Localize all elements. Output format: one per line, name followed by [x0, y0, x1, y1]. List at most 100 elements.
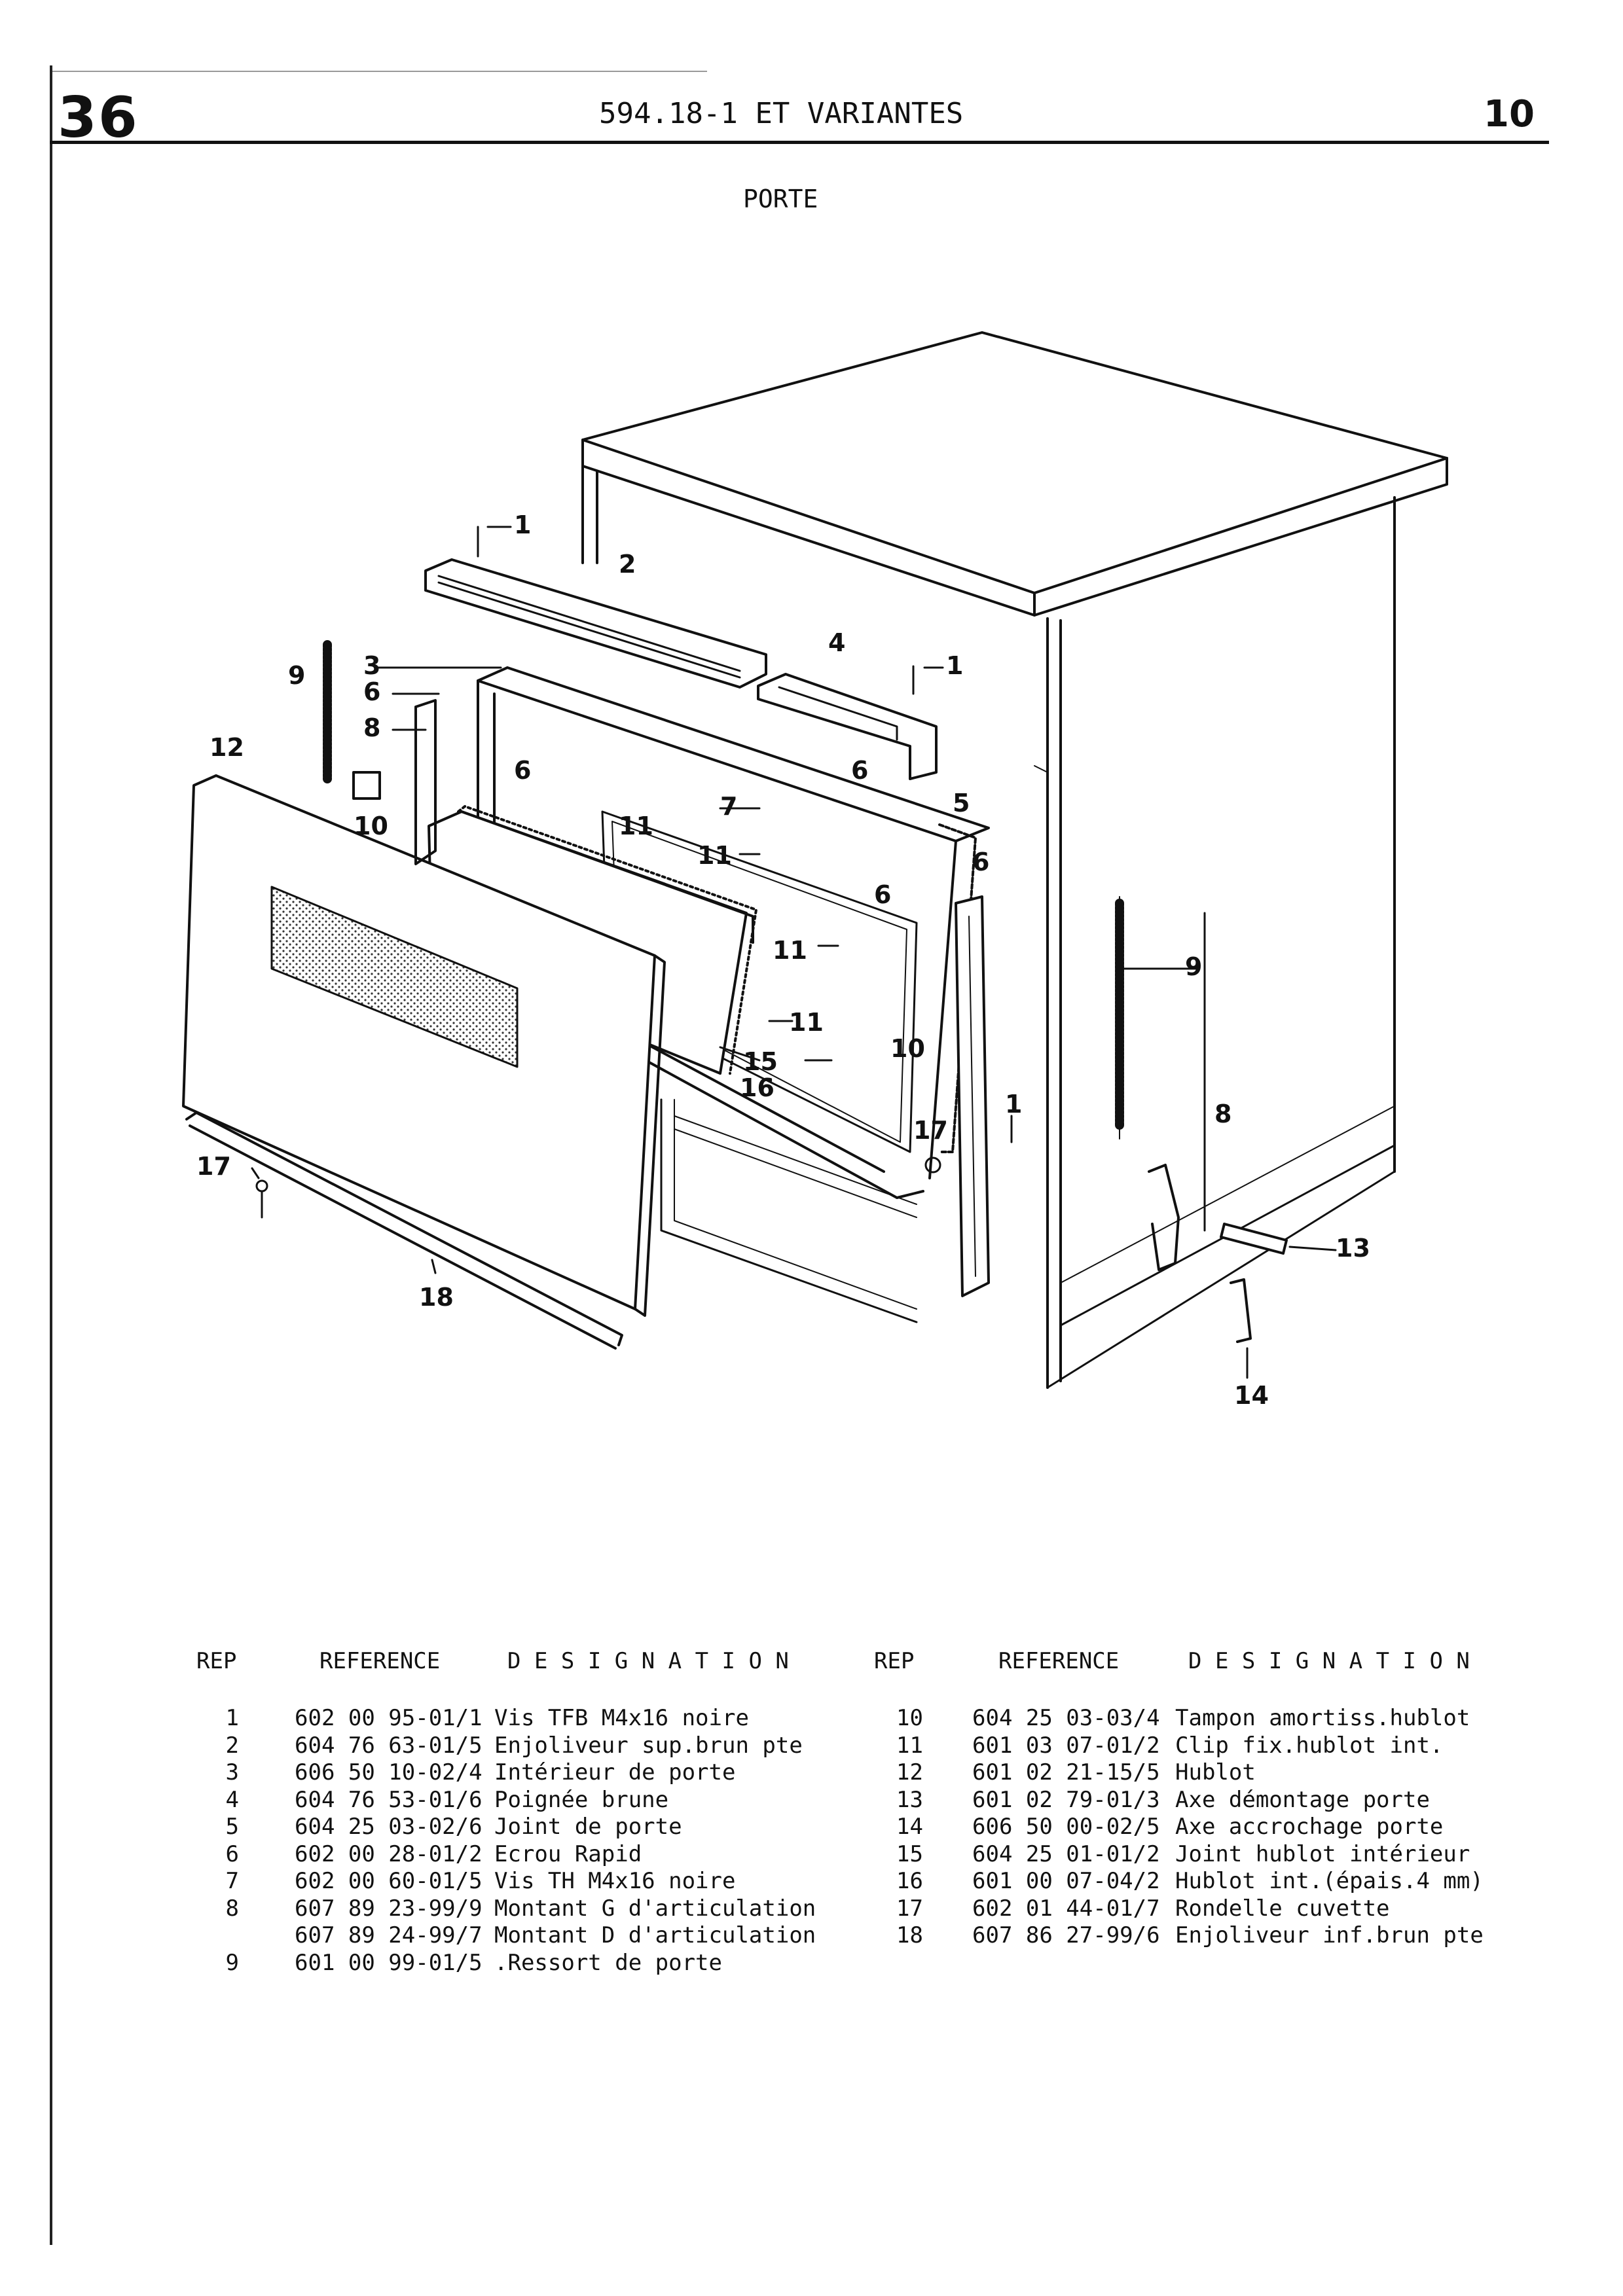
callout-18: 18: [419, 1283, 454, 1312]
callout-labels: 1 2 3 6 9 8 10 12 6 4 1 6 5 7 11 11 6 6 …: [196, 511, 1370, 1410]
reference-cell: 606 50 10-02/4: [295, 1759, 483, 1785]
bottom-trim: [185, 1111, 623, 1350]
callout-12: 12: [210, 733, 244, 762]
callout-13: 13: [1336, 1234, 1370, 1263]
designation-cell: Vis TFB M4x16 noire: [494, 1705, 749, 1731]
left-hinge-bracket: [352, 699, 437, 865]
designation-cell: Tampon amortiss.hublot: [1175, 1705, 1470, 1731]
reference-cell: 604 76 53-01/6: [295, 1786, 483, 1813]
page-code: 36: [58, 85, 139, 151]
designation-cell: Enjoliveur inf.brun pte: [1175, 1922, 1484, 1948]
callout-7: 7: [720, 792, 737, 821]
callout-15: 15: [743, 1047, 778, 1076]
callout-3: 3: [363, 651, 380, 680]
reference-cell: 607 86 27-99/6: [972, 1922, 1160, 1948]
rep-cell: 12: [896, 1759, 923, 1785]
document-title: 594.18-1 ET VARIANTES: [599, 97, 964, 130]
reference-cell: 606 50 00-02/5: [972, 1814, 1160, 1840]
col-header-reference-right: REFERENCE: [998, 1648, 1120, 1674]
reference-cell: 602 00 95-01/1: [295, 1705, 483, 1731]
rep-cell: 16: [896, 1868, 923, 1894]
reference-cell: 604 25 01-01/2: [972, 1840, 1160, 1867]
top-thin-rule: [52, 71, 707, 72]
col-header-rep-right: REP: [874, 1648, 915, 1674]
callout-6d: 6: [972, 848, 989, 876]
section-title: PORTE: [743, 185, 818, 213]
designation-cell: Montant D d'articulation: [494, 1922, 816, 1948]
rep-cell: 3: [225, 1759, 239, 1785]
reference-cell: 601 00 07-04/2: [972, 1868, 1160, 1894]
callout-9a: 9: [288, 661, 305, 690]
callout-8b: 8: [1214, 1100, 1231, 1128]
rep-cell: 9: [225, 1949, 239, 1976]
top-trim: [424, 558, 767, 689]
designation-cell: Enjoliveur sup.brun pte: [494, 1732, 803, 1759]
callout-1b: 1: [946, 651, 963, 680]
rep-cell: 7: [225, 1868, 239, 1894]
rep-cell: 11: [896, 1732, 923, 1759]
rep-cell: 17: [896, 1895, 923, 1922]
callout-4: 4: [828, 628, 845, 657]
callout-6c: 6: [851, 756, 868, 785]
col-header-designation-right: D E S I G N A T I O N: [1188, 1648, 1470, 1674]
reference-cell: 601 02 79-01/3: [972, 1786, 1160, 1813]
designation-cell: Axe démontage porte: [1175, 1786, 1430, 1813]
callout-10b: 10: [890, 1034, 925, 1063]
exploded-door-diagram: 1 2 3 6 9 8 10 12 6 4 1 6 5 7 11 11 6 6 …: [182, 331, 1448, 1410]
designation-cell: Joint hublot intérieur: [1175, 1840, 1470, 1867]
cabinet: [581, 331, 1448, 1389]
callout-17a: 17: [913, 1116, 948, 1145]
rep-cell: 13: [896, 1786, 923, 1813]
reference-cell: 602 01 44-01/7: [972, 1895, 1160, 1922]
reference-cell: 607 89 24-99/7: [295, 1922, 483, 1948]
designation-cell: Vis TH M4x16 noire: [494, 1868, 736, 1894]
rep-cell: 1: [225, 1705, 239, 1731]
callout-8a: 8: [363, 713, 380, 742]
callout-5: 5: [953, 789, 970, 817]
callout-6a: 6: [363, 677, 380, 706]
right-hinge-bracket: [955, 895, 1252, 1343]
reference-cell: 601 00 99-01/5: [295, 1949, 483, 1976]
reference-cell: 601 03 07-01/2: [972, 1732, 1160, 1759]
designation-cell: Hublot: [1175, 1759, 1256, 1785]
rep-cell: 8: [225, 1895, 239, 1922]
callout-11c: 11: [773, 936, 807, 965]
rep-cell: 6: [225, 1840, 239, 1867]
rep-cell: 5: [225, 1814, 239, 1840]
col-header-rep-left: REP: [196, 1648, 237, 1674]
designation-cell: Poignée brune: [494, 1786, 669, 1813]
rep-cell: 2: [225, 1732, 239, 1759]
designation-cell: Clip fix.hublot int.: [1175, 1732, 1444, 1759]
callout-14: 14: [1234, 1381, 1269, 1410]
designation-cell: .Ressort de porte: [494, 1949, 722, 1976]
screws: [255, 526, 1013, 1219]
callout-9b: 9: [1185, 952, 1202, 981]
rep-cell: 15: [896, 1840, 923, 1867]
designation-cell: Hublot int.(épais.4 mm): [1175, 1868, 1484, 1894]
outer-glass-door: [182, 774, 666, 1317]
rep-cell: 18: [896, 1922, 923, 1948]
callout-10a: 10: [354, 812, 388, 840]
header-rule: [50, 141, 1549, 144]
rep-cell: 4: [225, 1786, 239, 1813]
callout-11d: 11: [789, 1008, 824, 1037]
reference-cell: 602 00 28-01/2: [295, 1840, 483, 1867]
door-axle: [1220, 1223, 1288, 1255]
designation-cell: Joint de porte: [494, 1814, 682, 1840]
designation-cell: Ecrou Rapid: [494, 1840, 642, 1867]
reference-cell: 604 76 63-01/5: [295, 1732, 483, 1759]
reference-cell: 602 00 60-01/5: [295, 1868, 483, 1894]
reference-cell: 604 25 03-03/4: [972, 1705, 1160, 1731]
callout-1a: 1: [514, 511, 531, 539]
callout-11b: 11: [697, 841, 732, 870]
designation-cell: Rondelle cuvette: [1175, 1895, 1390, 1922]
reference-cell: 607 89 23-99/9: [295, 1895, 483, 1922]
rep-cell: 14: [896, 1814, 923, 1840]
page-number: 10: [1484, 93, 1535, 135]
callout-6e: 6: [874, 880, 891, 909]
callout-6b: 6: [514, 756, 531, 785]
reference-cell: 601 02 21-15/5: [972, 1759, 1160, 1785]
callout-17b: 17: [196, 1152, 231, 1181]
callout-2: 2: [619, 550, 636, 579]
